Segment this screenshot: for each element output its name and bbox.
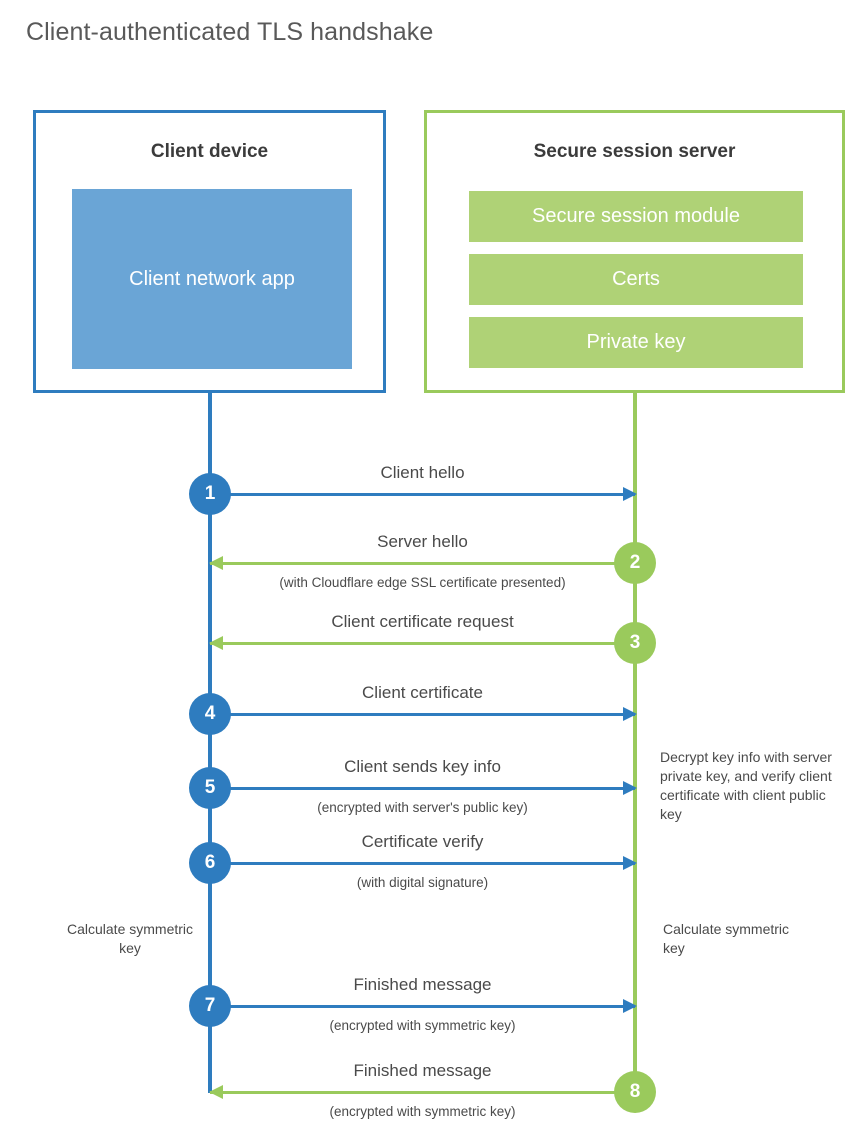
step-number-badge: 7	[189, 985, 231, 1027]
arrow-head-right-icon	[623, 781, 637, 795]
step-number-badge: 2	[614, 542, 656, 584]
arrow-head-right-icon	[623, 707, 637, 721]
client-device-title: Client device	[150, 141, 269, 162]
step-sublabel: (with digital signature)	[356, 875, 489, 890]
calculate-symmetric-key-server-note: Calculate symmetric key	[663, 921, 790, 956]
step-number-badge: 8	[614, 1071, 656, 1113]
step-number-badge: 4	[189, 693, 231, 735]
server-lifeline	[633, 393, 637, 1093]
arrow-head-right-icon	[623, 856, 637, 870]
step-arrow-line	[210, 642, 635, 645]
step-arrow-line	[210, 562, 635, 565]
step-sublabel: (encrypted with server's public key)	[317, 800, 528, 815]
calculate-symmetric-key-client-note: Calculate symmetric key	[66, 921, 194, 956]
step-sublabel: (encrypted with symmetric key)	[329, 1018, 516, 1033]
secure-session-server-title: Secure session server	[533, 141, 736, 162]
step-label: Client hello	[380, 463, 465, 482]
secure-session-server-box: Secure session server Secure session mod…	[424, 110, 845, 393]
step-arrow-line	[210, 713, 635, 716]
step-number-badge: 5	[189, 767, 231, 809]
step-arrow-line	[210, 862, 635, 865]
step-number-badge: 3	[614, 622, 656, 664]
step-arrow-line	[210, 787, 635, 790]
server-decrypt-note: Decrypt key info with server private key…	[660, 749, 832, 822]
step-label: Certificate verify	[361, 832, 484, 851]
step-sublabel: (with Cloudflare edge SSL certificate pr…	[279, 575, 566, 590]
server-module-certs: Certs	[469, 254, 803, 305]
step-label: Finished message	[353, 1061, 492, 1080]
step-arrow-line	[210, 493, 635, 496]
server-module-secure-session-module: Secure session module	[469, 191, 803, 242]
page-title: Client-authenticated TLS handshake	[26, 18, 434, 46]
step-label: Client sends key info	[344, 757, 501, 776]
step-label: Server hello	[377, 532, 468, 551]
arrow-head-left-icon	[209, 1085, 223, 1099]
step-number-badge: 6	[189, 842, 231, 884]
arrow-head-right-icon	[623, 487, 637, 501]
step-arrow-line	[210, 1005, 635, 1008]
step-label: Client certificate	[362, 683, 483, 702]
arrow-head-left-icon	[209, 636, 223, 650]
arrow-head-left-icon	[209, 556, 223, 570]
step-label: Client certificate request	[331, 612, 514, 631]
step-label: Finished message	[353, 975, 492, 994]
arrow-head-right-icon	[623, 999, 637, 1013]
client-lifeline	[208, 393, 212, 1093]
step-number-badge: 1	[189, 473, 231, 515]
server-module-private-key: Private key	[469, 317, 803, 368]
step-sublabel: (encrypted with symmetric key)	[329, 1104, 516, 1119]
client-network-app-block: Client network app	[72, 189, 352, 369]
client-device-box: Client device Client network app	[33, 110, 386, 393]
step-arrow-line	[210, 1091, 635, 1094]
